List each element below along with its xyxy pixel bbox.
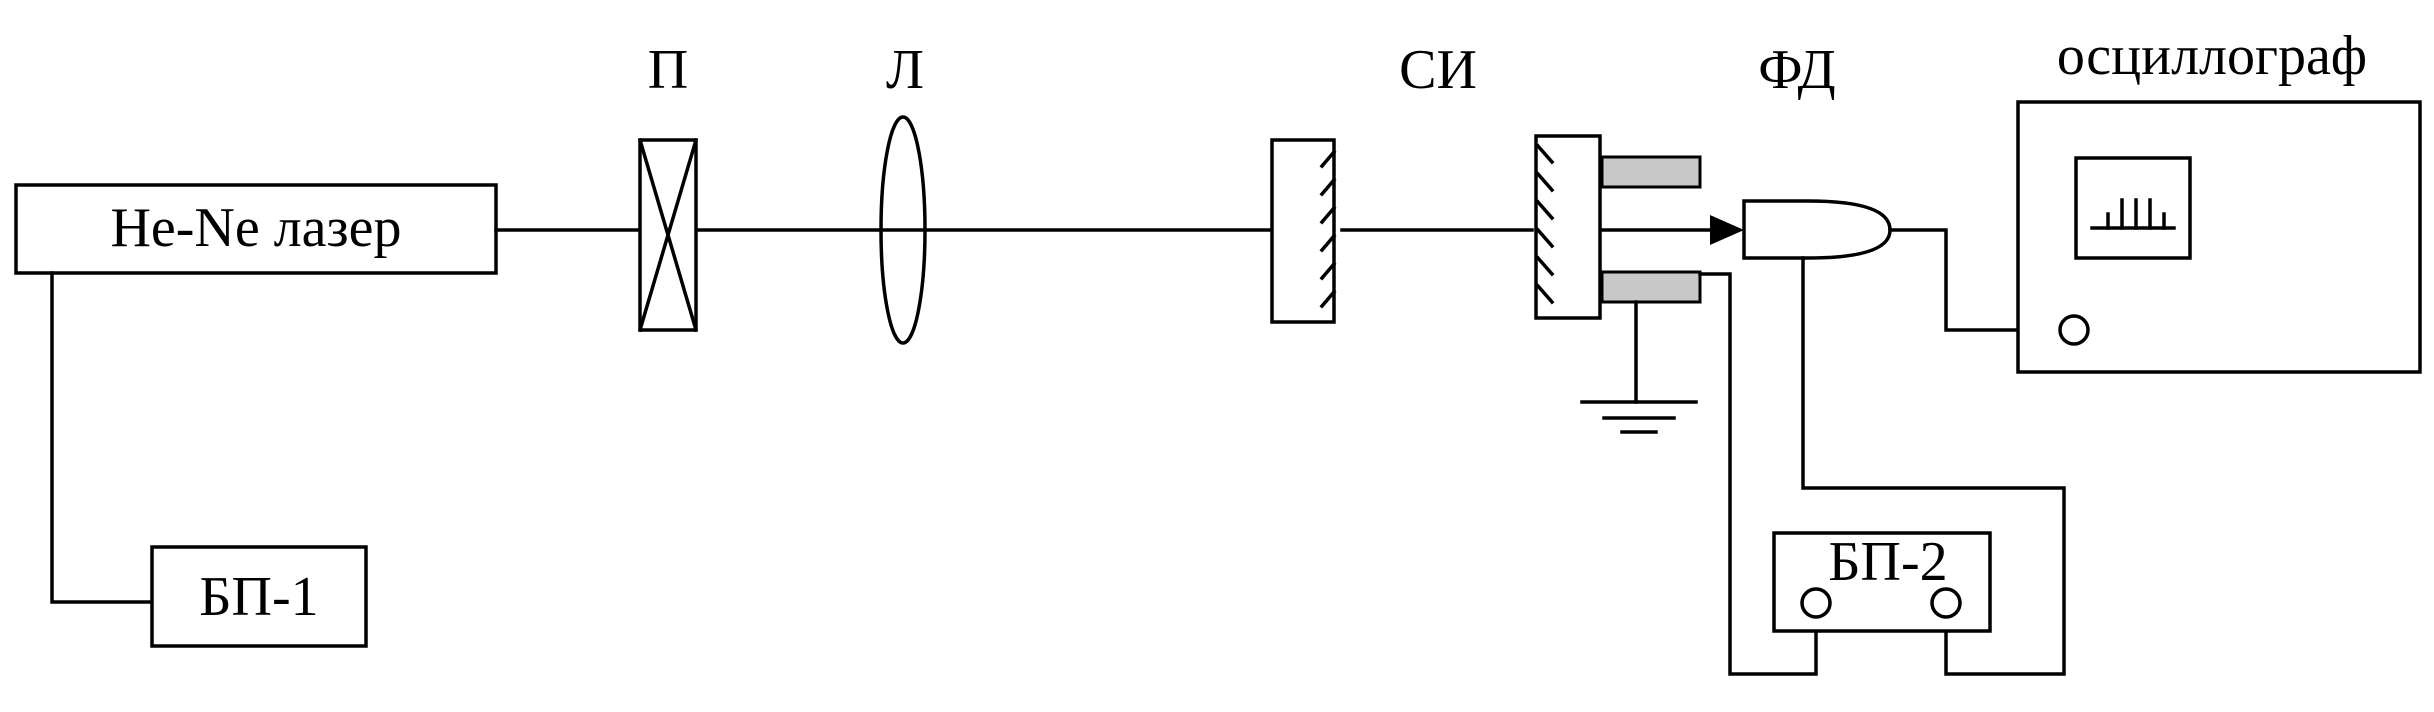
polarizer: П	[637, 39, 699, 333]
laser-label: He-Ne лазер	[110, 197, 401, 259]
piezo-psu2-wire	[1698, 272, 1818, 676]
oscilloscope-screen	[2074, 156, 2192, 260]
psu2-terminal-left	[1800, 587, 1832, 619]
oscilloscope-label: осциллограф	[2057, 25, 2367, 87]
ground-symbol	[1580, 300, 1698, 434]
psu2-label: БП-2	[1828, 531, 1947, 593]
interferometer-label: СИ	[1399, 39, 1477, 101]
laser-block: He-Ne лазер	[14, 183, 498, 275]
oscilloscope: осциллограф	[2016, 25, 2422, 374]
psu1-label: БП-1	[199, 566, 318, 628]
interferometer-mirror-1	[1270, 138, 1337, 324]
laser-psu1-wire	[50, 271, 154, 604]
oscilloscope-input-terminal	[2058, 314, 2090, 346]
piezo-bottom	[1600, 270, 1702, 304]
photodiode-oscilloscope-wire	[1888, 228, 2062, 332]
lens: Л	[879, 39, 927, 345]
polarizer-label: П	[648, 39, 688, 101]
photodiode: ФД	[1742, 39, 1892, 260]
psu2-terminal-right	[1930, 587, 1962, 619]
lens-label: Л	[886, 39, 924, 101]
interferometer-mirror-2	[1534, 134, 1602, 320]
psu1-block: БП-1	[150, 545, 368, 648]
photodiode-psu2-wire	[1801, 256, 2066, 676]
beam-arrowhead	[1710, 215, 1744, 245]
oscilloscope-peaks	[2090, 198, 2176, 230]
piezo-top	[1600, 155, 1702, 189]
photodiode-label: ФД	[1758, 39, 1836, 101]
psu2-block: БП-2	[1772, 531, 1992, 633]
